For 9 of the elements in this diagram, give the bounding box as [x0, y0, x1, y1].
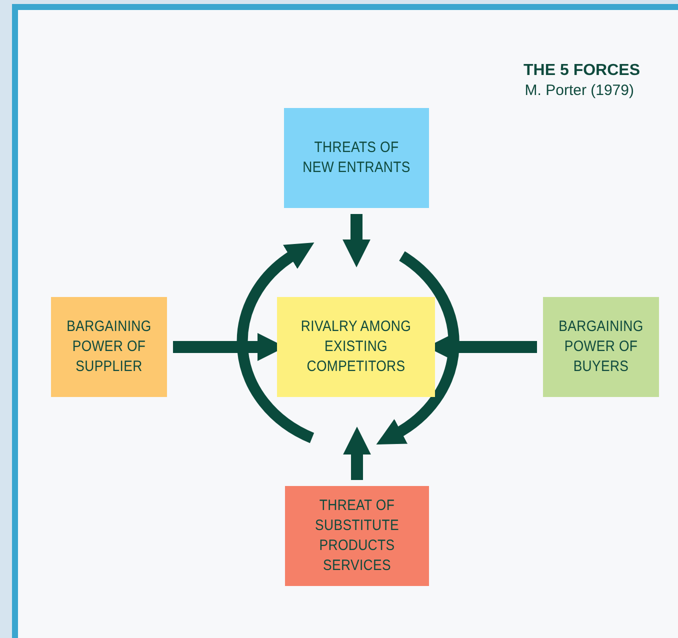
- force-box: THREAT OF SUBSTITUTE PRODUCTS SERVICES: [285, 486, 429, 586]
- force-box: BARGAINING POWER OF BUYERS: [543, 297, 659, 397]
- arrow: [343, 426, 371, 480]
- title: THE 5 FORCES: [524, 62, 640, 80]
- force-box: THREATS OF NEW ENTRANTS: [284, 108, 429, 208]
- force-box: BARGAINING POWER OF SUPPLIER: [51, 297, 167, 397]
- author-citation: M. Porter (1979): [524, 82, 634, 99]
- force-box: RIVALRY AMONG EXISTING COMPETITORS: [277, 297, 435, 397]
- arrow: [342, 214, 370, 268]
